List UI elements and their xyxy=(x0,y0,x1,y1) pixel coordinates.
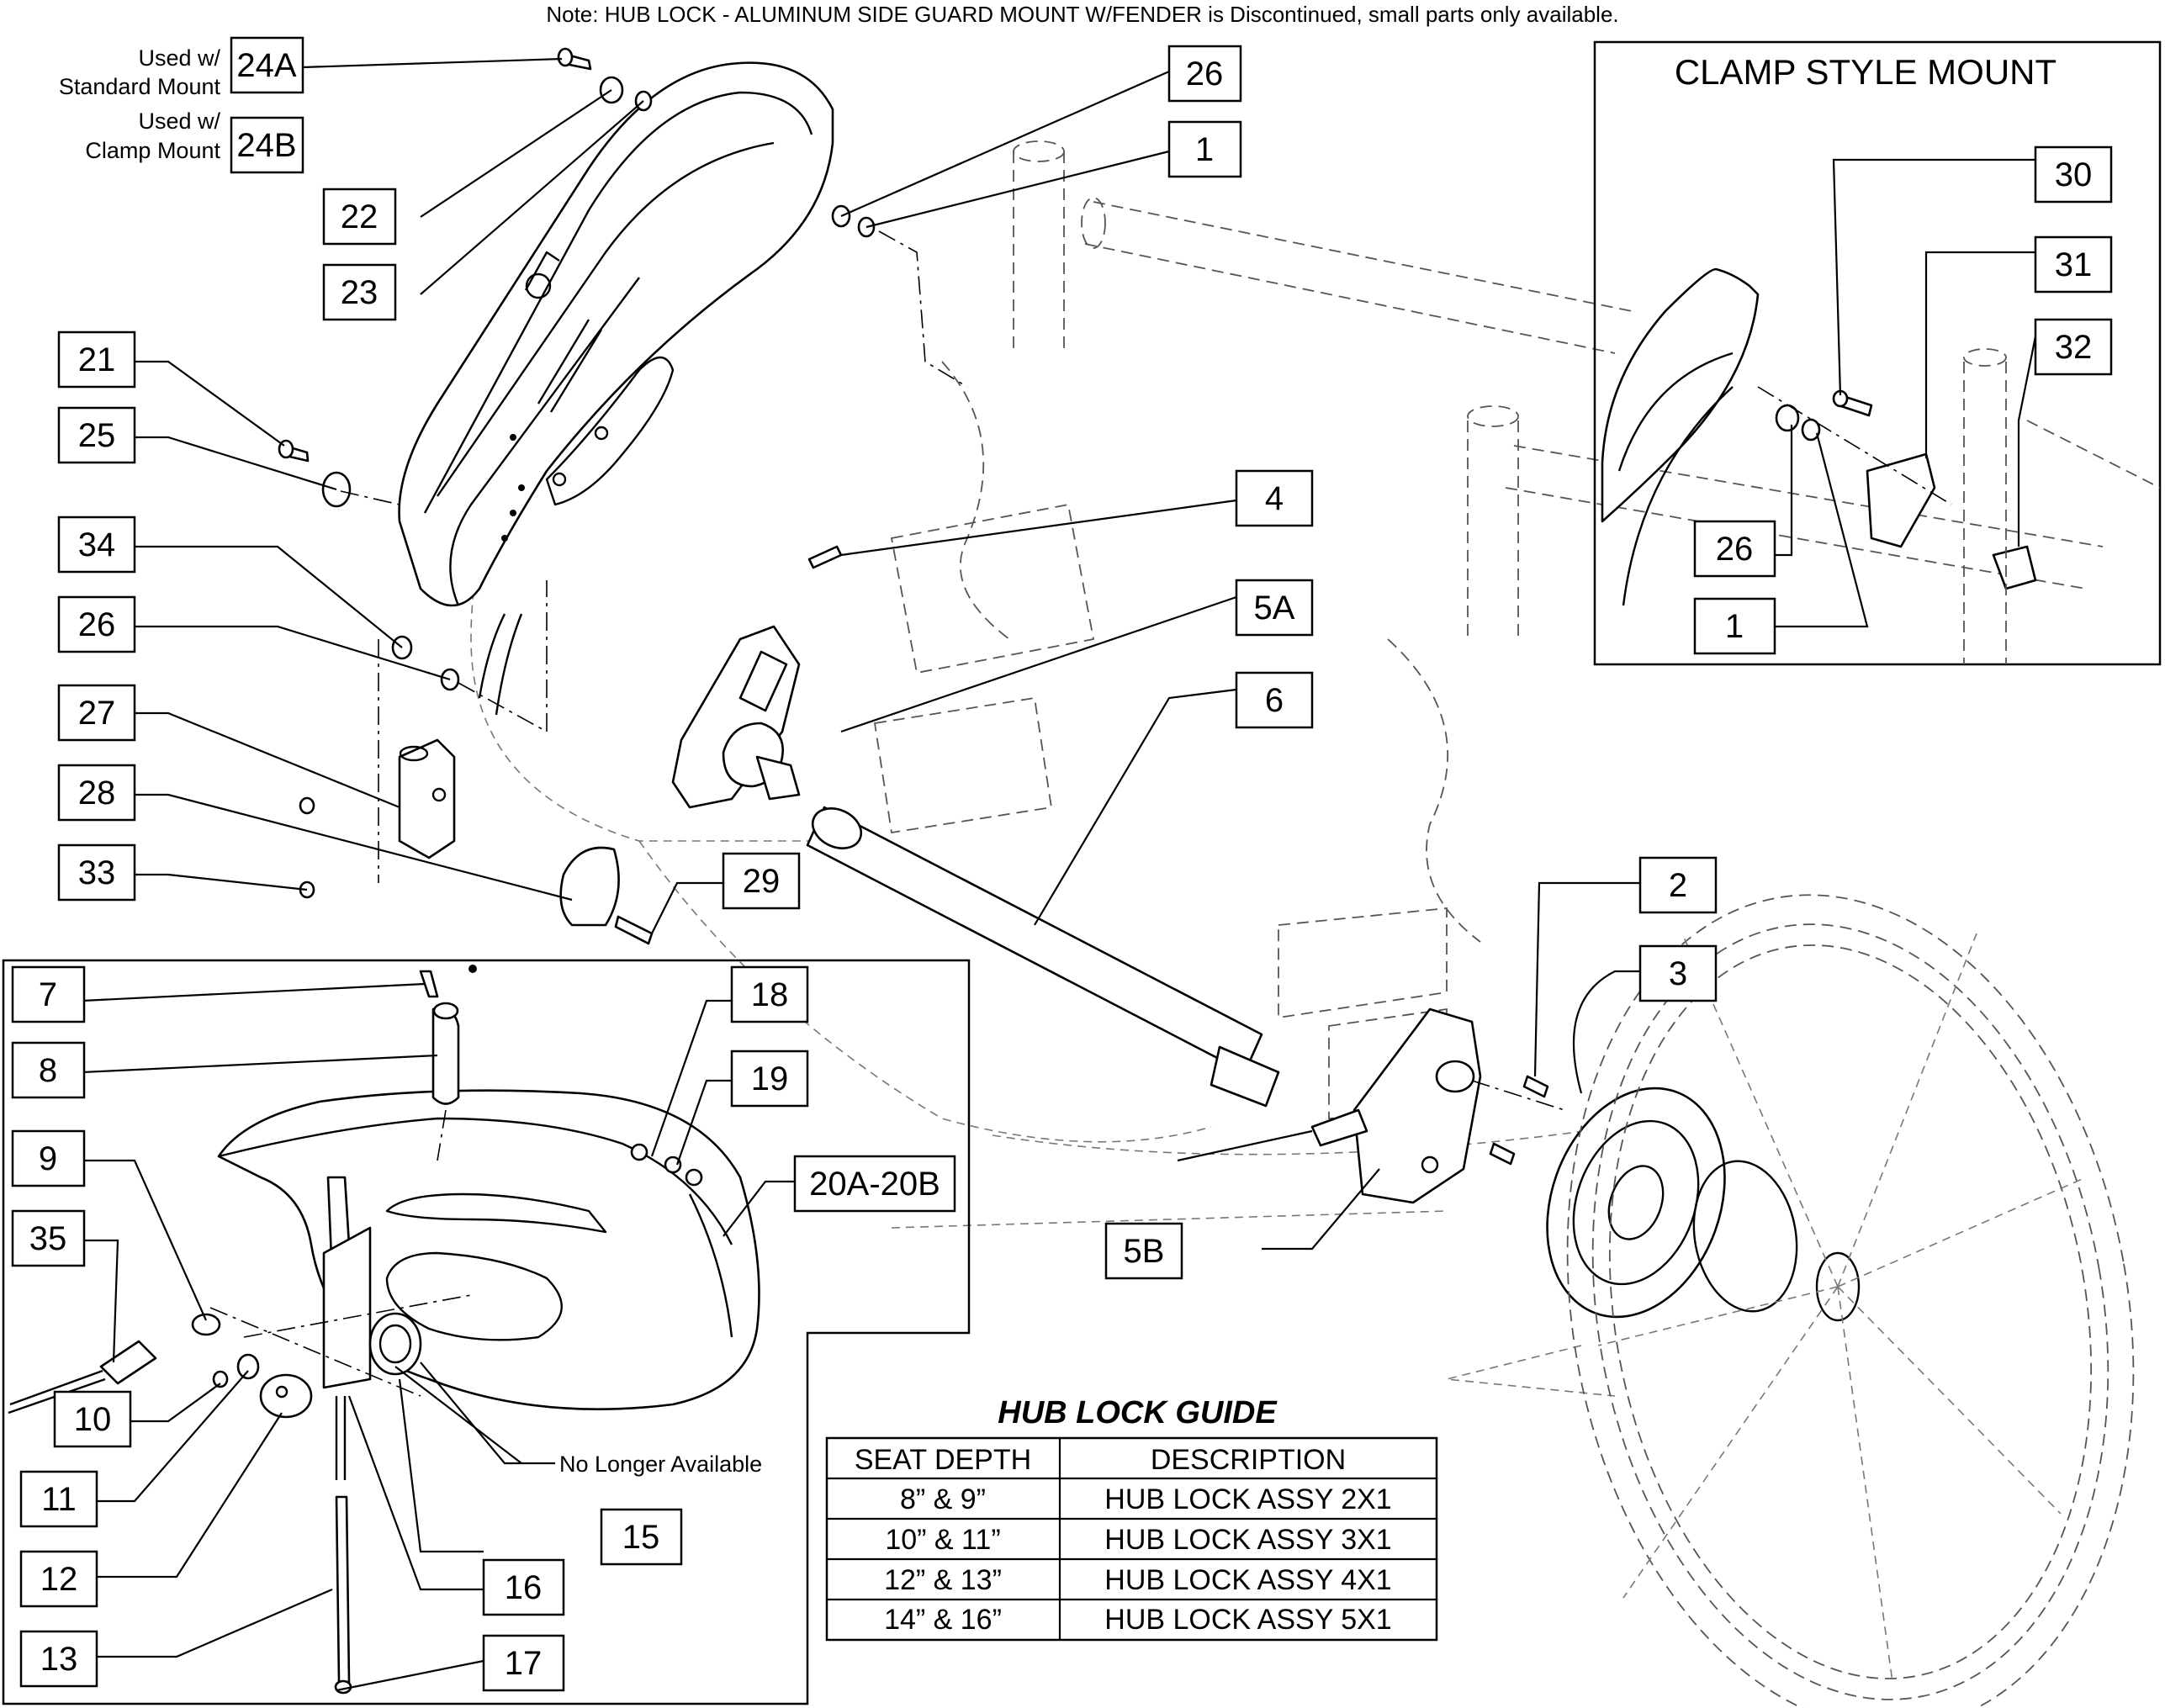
callout-21: 21 xyxy=(78,341,116,378)
no-longer-available-leader xyxy=(420,1362,555,1465)
variant-labels: Used w/ Standard Mount Used w/ Clamp Mou… xyxy=(59,45,221,163)
callout-4: 4 xyxy=(1265,480,1284,517)
callout-1-top: 1 xyxy=(1195,131,1214,168)
callout-32: 32 xyxy=(2055,329,2093,366)
clamp-mount-line1: Used w/ xyxy=(138,108,220,134)
side-guard xyxy=(398,61,834,716)
callout-24b: 24B xyxy=(236,127,296,164)
callout-27: 27 xyxy=(78,695,116,732)
hub-lock-guide-title: HUB LOCK GUIDE xyxy=(998,1395,1278,1430)
table-header-description: DESCRIPTION xyxy=(1151,1444,1346,1476)
callout-25: 25 xyxy=(78,417,116,454)
standard-mount-line1: Used w/ xyxy=(138,45,220,71)
clamp-inset-parts xyxy=(1601,267,2161,664)
discontinued-note: Note: HUB LOCK - ALUMINUM SIDE GUARD MOU… xyxy=(546,2,1618,27)
brake-disc xyxy=(1546,1087,1726,1319)
callout-26-top: 26 xyxy=(1186,56,1224,93)
callout-19: 19 xyxy=(751,1060,789,1097)
clamp-inset-frame xyxy=(1593,40,2162,666)
callout-26-inset: 26 xyxy=(1716,531,1754,568)
fender-inset-frame xyxy=(2,959,971,1705)
table-row-1-desc: HUB LOCK ASSY 2X1 xyxy=(1104,1483,1391,1515)
callout-34: 34 xyxy=(78,526,116,563)
callout-22: 22 xyxy=(341,198,378,235)
callout-13: 13 xyxy=(40,1641,78,1678)
callout-7: 7 xyxy=(39,976,57,1013)
hub-lock-guide-table: HUB LOCK GUIDE SEAT DEPTH DESCRIPTION 8”… xyxy=(825,1395,1438,1642)
callout-11: 11 xyxy=(41,1481,77,1518)
table-row-3-desc: HUB LOCK ASSY 4X1 xyxy=(1104,1564,1391,1596)
callout-26-left: 26 xyxy=(78,606,116,643)
standard-mount-line2: Standard Mount xyxy=(59,74,221,99)
callout-23: 23 xyxy=(341,274,378,311)
callout-35: 35 xyxy=(29,1220,67,1257)
callout-2: 2 xyxy=(1669,867,1687,904)
callout-5b: 5B xyxy=(1124,1233,1165,1270)
callout-boxes xyxy=(11,36,2113,1692)
callout-3: 3 xyxy=(1669,955,1687,992)
table-row-4-desc: HUB LOCK ASSY 5X1 xyxy=(1104,1604,1391,1636)
callout-6: 6 xyxy=(1265,682,1284,719)
callout-15: 15 xyxy=(622,1519,660,1556)
callout-10: 10 xyxy=(74,1401,112,1438)
callout-12: 12 xyxy=(40,1561,78,1598)
no-longer-available-label: No Longer Available xyxy=(559,1452,762,1477)
callout-1-inset: 1 xyxy=(1725,608,1744,645)
callout-9: 9 xyxy=(39,1140,57,1177)
callout-17: 17 xyxy=(505,1645,543,1682)
leader-lines xyxy=(82,57,2037,1692)
callout-8: 8 xyxy=(39,1052,57,1089)
axle-assembly xyxy=(671,625,1565,1204)
callout-18: 18 xyxy=(751,976,789,1013)
callout-30: 30 xyxy=(2055,156,2093,193)
callout-24a: 24A xyxy=(236,47,296,84)
wheel xyxy=(1566,894,2135,1708)
table-row-2-depth: 10” & 11” xyxy=(885,1524,1000,1556)
callout-5a: 5A xyxy=(1254,590,1295,627)
clamp-mount-line2: Clamp Mount xyxy=(85,138,220,163)
callout-labels: 24A 24B 22 23 26 1 21 25 34 26 27 28 33 … xyxy=(29,47,2093,1682)
table-row-2-desc: HUB LOCK ASSY 3X1 xyxy=(1104,1524,1391,1556)
fender-hardware xyxy=(8,965,703,1695)
table-header-seat-depth: SEAT DEPTH xyxy=(855,1444,1031,1476)
callout-16: 16 xyxy=(505,1569,543,1606)
callout-33: 33 xyxy=(78,854,116,891)
callout-28: 28 xyxy=(78,775,116,812)
table-row-4-depth: 14” & 16” xyxy=(884,1604,1002,1636)
table-row-3-depth: 12” & 13” xyxy=(884,1564,1002,1596)
clamp-inset-title: CLAMP STYLE MOUNT xyxy=(1675,52,2056,92)
table-row-1-depth: 8” & 9” xyxy=(900,1483,986,1515)
fender xyxy=(217,1089,760,1411)
callout-31: 31 xyxy=(2055,246,2093,283)
callout-20a-20b: 20A-20B xyxy=(809,1166,940,1203)
callout-29: 29 xyxy=(743,863,781,900)
